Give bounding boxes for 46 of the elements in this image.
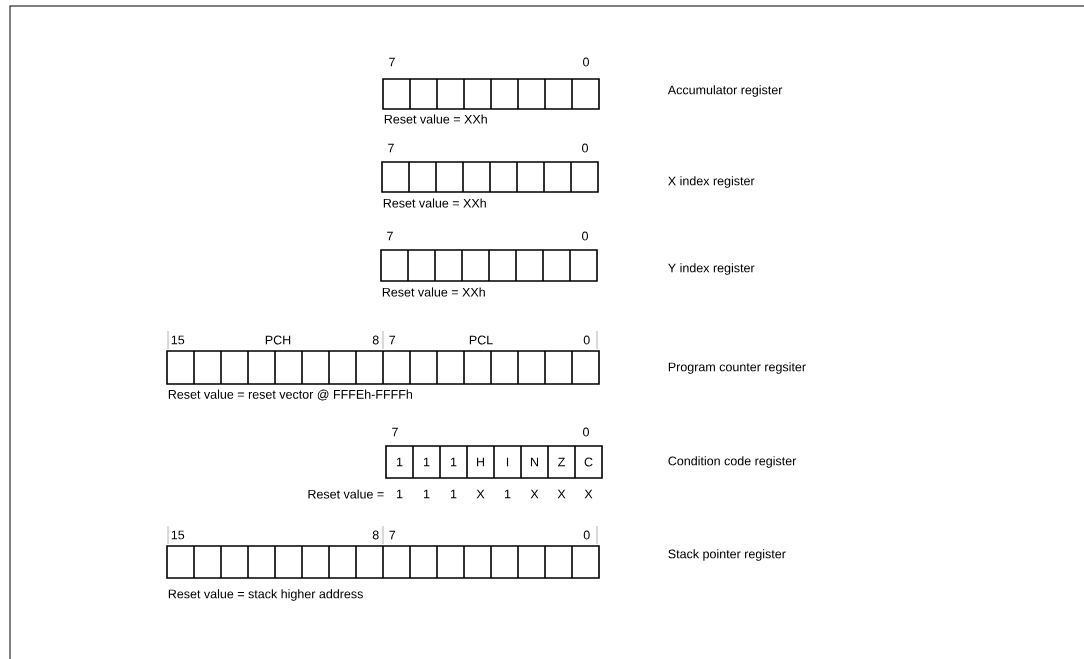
- bit-label: 1: [451, 457, 457, 467]
- bit-number: 7: [392, 427, 398, 437]
- bit-number: 7: [389, 530, 396, 540]
- bit-label: Z: [558, 457, 565, 467]
- bit-number: 7: [389, 57, 395, 67]
- bit-number: 0: [583, 427, 589, 437]
- register-name: X index register: [668, 176, 755, 188]
- reset-value-text: Reset value = reset vector @ FFFEh-FFFFh: [168, 389, 412, 401]
- bit-number: 0: [583, 530, 590, 540]
- bit-label: I: [506, 457, 509, 467]
- bit-number: 7: [388, 143, 394, 153]
- reset-bit-value: 1: [424, 489, 430, 499]
- reset-bit-value: X: [584, 489, 593, 499]
- bit-number: 0: [582, 231, 588, 241]
- register-name: Y index register: [668, 263, 755, 275]
- reset-bit-value: 1: [397, 489, 403, 499]
- bit-label: 1: [397, 457, 403, 467]
- bit-label: C: [584, 457, 593, 467]
- bit-number: PCL: [469, 335, 493, 345]
- bit-label: N: [531, 457, 538, 467]
- register-name: Condition code register: [668, 456, 797, 468]
- reset-value-text: Reset value = stack higher address: [168, 589, 363, 601]
- reset-value-text: Reset value = XXh: [383, 198, 486, 208]
- register-name: Accumulator register: [667, 85, 783, 97]
- reset-value-text: Reset value =: [308, 489, 384, 499]
- bit-label: H: [477, 457, 484, 467]
- bit-number: 0: [583, 57, 589, 67]
- bit-number: 15: [171, 335, 185, 345]
- reset-bit-value: X: [476, 489, 485, 499]
- reset-bit-value: 1: [505, 489, 511, 499]
- bit-number: PCH: [265, 335, 291, 345]
- reset-bit-value: X: [557, 489, 566, 499]
- bit-number: 0: [583, 335, 590, 345]
- bit-number: 7: [387, 231, 393, 241]
- bit-number: 8: [372, 530, 379, 540]
- reset-value-text: Reset value = XXh: [382, 287, 485, 297]
- bit-number: 8: [372, 335, 379, 345]
- reset-value-text: Reset value = XXh: [384, 114, 487, 124]
- bit-label: 1: [424, 457, 430, 467]
- reset-bit-value: X: [530, 489, 539, 499]
- register-name: Stack pointer register: [668, 549, 786, 561]
- bit-number: 0: [582, 143, 588, 153]
- bit-number: 15: [171, 530, 185, 540]
- reset-bit-value: 1: [451, 489, 457, 499]
- register-name: Program counter regsiter: [668, 362, 806, 374]
- bit-number: 7: [389, 335, 396, 345]
